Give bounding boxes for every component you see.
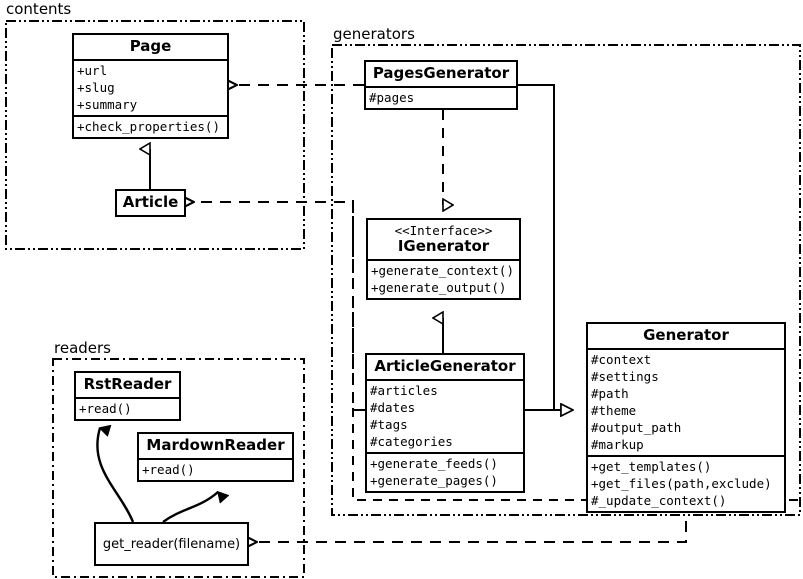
attribute-row: #categories [370, 434, 453, 450]
attribute-row: #markup [591, 437, 644, 453]
class-title-generator: Generator [643, 326, 729, 344]
class-box-rst-reader[interactable]: RstReader +read() [74, 371, 181, 422]
attribute-row: #articles [370, 383, 438, 399]
package-label-generators: generators [333, 25, 415, 43]
class-methods-mardown-reader: +read() [139, 458, 292, 480]
method-row: +check_properties() [77, 119, 220, 135]
class-title-pages-generator: PagesGenerator [372, 64, 510, 82]
relation-pagesgenerator-aggregates-generator [518, 84, 573, 410]
attribute-row: +summary [77, 97, 138, 113]
attribute-row: #dates [370, 400, 416, 416]
package-label-readers: readers [54, 339, 111, 357]
function-box-get-reader[interactable]: get_reader(filename) [94, 522, 249, 566]
class-methods-generator: +get_templates() +get_files(path,exclude… [588, 455, 784, 511]
class-attributes-page: +url +slug +summary [74, 59, 227, 115]
attribute-row: #pages [369, 90, 415, 106]
attribute-row: +slug [77, 80, 115, 96]
attribute-row: #output_path [591, 420, 682, 436]
class-box-igenerator[interactable]: <<Interface>> IGenerator +generate_conte… [366, 218, 521, 301]
class-name-igenerator: IGenerator [397, 237, 490, 255]
class-box-pages-generator[interactable]: PagesGenerator #pages [364, 60, 518, 111]
attribute-row: #tags [370, 417, 408, 433]
class-methods-rst-reader: +read() [76, 397, 179, 419]
attribute-row: #context [591, 352, 652, 368]
class-box-mardown-reader[interactable]: MardownReader +read() [137, 432, 294, 483]
class-attributes-article-generator: #articles #dates #tags #categories [367, 379, 523, 452]
method-row: +get_files(path,exclude) [591, 476, 772, 492]
method-row: +generate_feeds() [370, 456, 498, 472]
function-label-get-reader: get_reader(filename) [102, 536, 241, 552]
class-methods-article-generator: +generate_feeds() +generate_pages() [367, 452, 523, 491]
class-stereotype-igenerator: <<Interface>> [394, 223, 493, 238]
class-methods-igenerator: +generate_context() +generate_output() [368, 259, 519, 298]
attribute-row: #path [591, 386, 629, 402]
relation-articlegenerator-depends-article [194, 202, 365, 411]
method-row: #_update_context() [591, 493, 727, 509]
class-box-article[interactable]: Article [115, 189, 186, 218]
class-box-article-generator[interactable]: ArticleGenerator #articles #dates #tags … [365, 353, 525, 494]
method-row: +read() [79, 401, 132, 417]
method-row: +get_templates() [591, 459, 712, 475]
class-title-rst-reader: RstReader [83, 375, 172, 393]
relation-getreader-creates-mardownreader [162, 492, 218, 523]
relation-getreader-creates-rstreader [96, 428, 135, 523]
class-title-page: Page [129, 37, 172, 55]
method-row: +read() [142, 462, 195, 478]
class-title-mardown-reader: MardownReader [146, 436, 285, 454]
class-attributes-pages-generator: #pages [366, 86, 516, 108]
method-row: +generate_context() [371, 263, 514, 279]
class-methods-page: +check_properties() [74, 115, 227, 137]
class-title-article-generator: ArticleGenerator [374, 357, 516, 375]
attribute-row: +url [77, 63, 108, 79]
attribute-row: #theme [591, 403, 637, 419]
class-attributes-generator: #context #settings #path #theme #output_… [588, 348, 784, 455]
class-title-igenerator: <<Interface>> IGenerator [368, 220, 519, 259]
class-box-page[interactable]: Page +url +slug +summary +check_properti… [72, 33, 229, 140]
method-row: +generate_pages() [370, 473, 498, 489]
method-row: +generate_output() [371, 280, 507, 296]
package-label-contents: contents [6, 0, 72, 18]
class-box-generator[interactable]: Generator #context #settings #path #them… [586, 322, 786, 514]
class-title-article: Article [122, 193, 179, 211]
attribute-row: #settings [591, 369, 659, 385]
